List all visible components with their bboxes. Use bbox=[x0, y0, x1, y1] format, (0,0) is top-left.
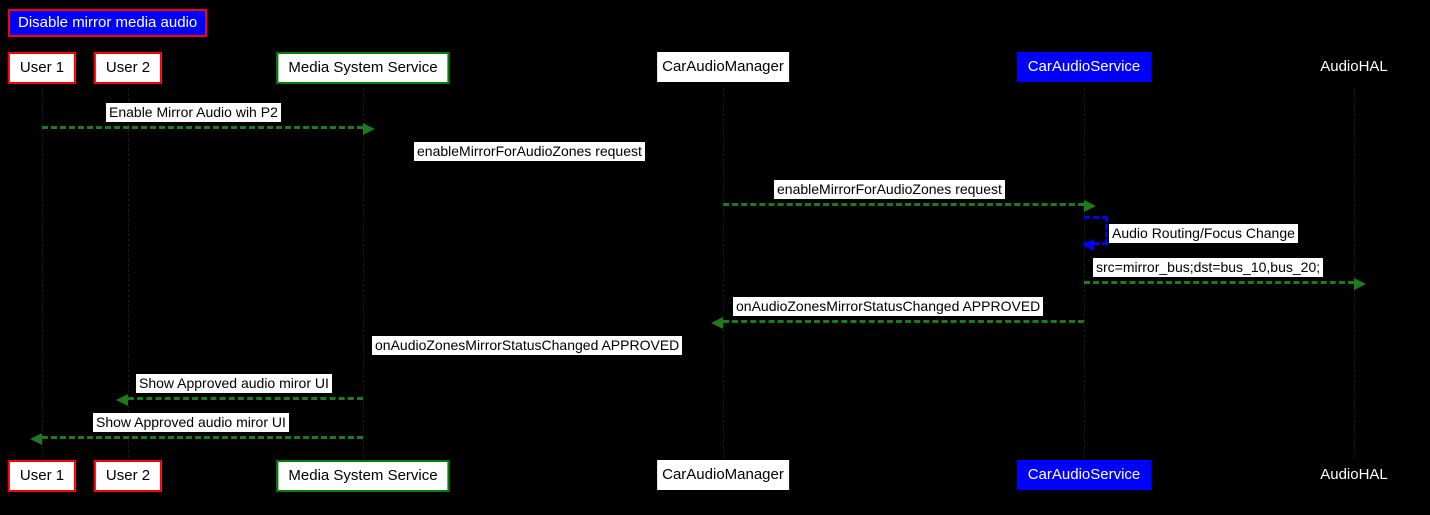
participant-hal-footer: AudioHAL bbox=[1320, 466, 1388, 483]
lifeline-cas bbox=[1084, 88, 1085, 458]
message-m6-label: onAudioZonesMirrorStatusChanged APPROVED bbox=[733, 297, 1044, 316]
message-m3-line bbox=[723, 200, 1096, 212]
message-m6-line bbox=[711, 317, 1084, 329]
message-m3-label: enableMirrorForAudioZones request bbox=[774, 180, 1005, 199]
message-m6-arrowhead bbox=[711, 317, 723, 329]
diagram-title: Disable mirror media audio bbox=[8, 9, 208, 37]
message-m3-arrowhead bbox=[1084, 200, 1096, 212]
message-m1-arrowhead bbox=[363, 123, 375, 135]
message-m1-line bbox=[42, 123, 375, 135]
lifeline-user1 bbox=[42, 88, 43, 458]
participant-hal-header: AudioHAL bbox=[1320, 58, 1388, 75]
message-m5-arrowhead bbox=[1354, 278, 1366, 290]
message-m5-line bbox=[1084, 278, 1366, 290]
message-m5-label: src=mirror_bus;dst=bus_10,bus_20; bbox=[1093, 258, 1324, 277]
message-m2-label: enableMirrorForAudioZones request bbox=[414, 142, 645, 161]
message-m1-label: Enable Mirror Audio wih P2 bbox=[106, 103, 281, 122]
participant-mss-footer: Media System Service bbox=[276, 460, 450, 492]
participant-cam-header: CarAudioManager bbox=[657, 52, 789, 82]
message-m4-label: Audio Routing/Focus Change bbox=[1109, 224, 1298, 243]
message-m9-arrowhead bbox=[30, 433, 42, 445]
participant-mss-header: Media System Service bbox=[276, 52, 450, 84]
participant-cas-header: CarAudioService bbox=[1016, 52, 1152, 82]
participant-cas-footer: CarAudioService bbox=[1016, 460, 1152, 490]
message-m9-line bbox=[30, 433, 363, 445]
participant-user1-header: User 1 bbox=[7, 52, 77, 84]
message-m8-line bbox=[116, 394, 363, 406]
message-m4-arrowhead bbox=[1082, 239, 1094, 251]
lifeline-user2 bbox=[128, 88, 129, 458]
participant-user2-header: User 2 bbox=[93, 52, 163, 84]
participant-user2-footer: User 2 bbox=[93, 460, 163, 492]
message-m8-arrowhead bbox=[116, 394, 128, 406]
message-m7-label: onAudioZonesMirrorStatusChanged APPROVED bbox=[372, 336, 683, 355]
lifeline-cam bbox=[723, 88, 724, 458]
message-m9-label: Show Approved audio miror UI bbox=[93, 413, 289, 432]
lifeline-hal bbox=[1354, 88, 1355, 458]
participant-cam-footer: CarAudioManager bbox=[657, 460, 789, 490]
participant-user1-footer: User 1 bbox=[7, 460, 77, 492]
message-m8-label: Show Approved audio miror UI bbox=[136, 374, 332, 393]
message-m4-selfloop bbox=[1084, 216, 1108, 245]
lifeline-mss bbox=[363, 88, 364, 458]
